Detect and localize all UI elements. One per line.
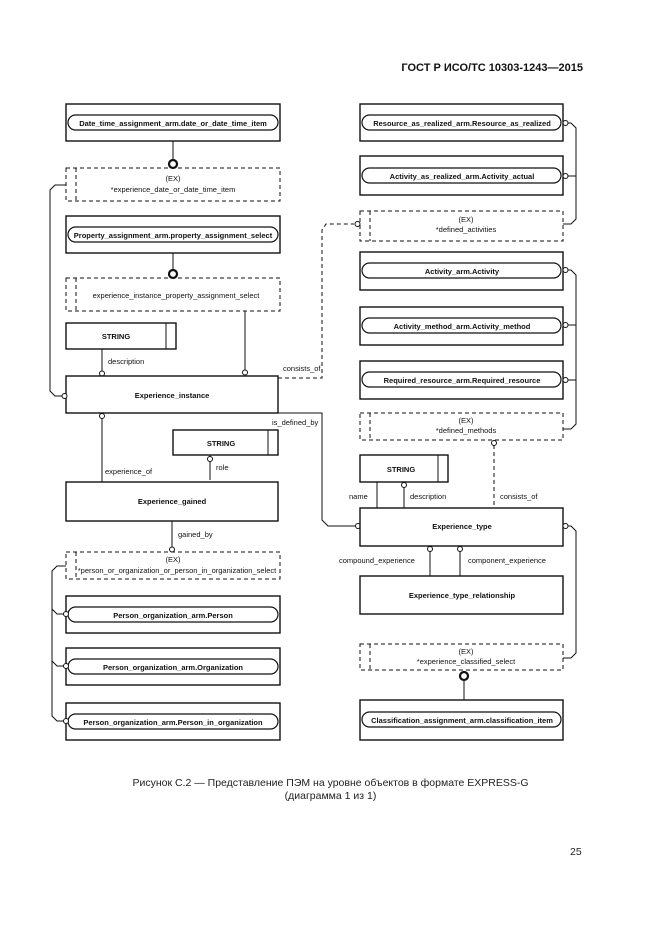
- ref-resource: Resource_as_realized_arm.Resource_as_rea…: [359, 103, 564, 142]
- ref-date-time: Date_time_assignment_arm.date_or_date_ti…: [65, 103, 281, 142]
- select-defined-activities: (EX) *defined_activities: [359, 210, 564, 242]
- entity-experience-gained-label: Experience_gained: [138, 497, 207, 506]
- ref-activity: Activity_arm.Activity: [359, 251, 564, 291]
- ref-person-in-org-label: Person_organization_arm.Person_in_organi…: [83, 718, 263, 727]
- ref-activity-actual-label: Activity_as_realized_arm.Activity_actual: [390, 172, 535, 181]
- type-string-2: STRING: [172, 429, 279, 456]
- ref-activity-label: Activity_arm.Activity: [425, 267, 500, 276]
- attr-experience-of: experience_of: [105, 467, 153, 476]
- select-experience-classified-label: *experience_classified_select: [417, 657, 516, 666]
- select-property: experience_instance_property_assignment_…: [65, 277, 281, 312]
- entity-experience-instance-label: Experience_instance: [135, 391, 210, 400]
- select-defined-activities-label: *defined_activities: [436, 225, 497, 234]
- select-date: (EX) *experience_date_or_date_time_item: [65, 167, 281, 202]
- attr-consists-of-2: consists_of: [500, 492, 538, 501]
- entity-experience-type-relationship: Experience_type_relationship: [359, 575, 564, 615]
- ref-activity-actual: Activity_as_realized_arm.Activity_actual: [359, 155, 564, 196]
- figure-caption: Рисунок С.2 — Представление ПЭМ на уровн…: [0, 777, 661, 803]
- ref-required-resource-label: Required_resource_arm.Required_resource: [384, 376, 541, 385]
- ref-resource-label: Resource_as_realized_arm.Resource_as_rea…: [373, 119, 551, 128]
- ref-classification-label: Classification_assignment_arm.classifica…: [371, 716, 553, 725]
- caption-line-1: Рисунок С.2 — Представление ПЭМ на уровн…: [132, 777, 529, 789]
- type-string-2-label: STRING: [207, 439, 236, 448]
- select-date-label: *experience_date_or_date_time_item: [111, 185, 236, 194]
- ref-required-resource: Required_resource_arm.Required_resource: [359, 360, 564, 400]
- page-number: 25: [570, 846, 582, 858]
- ref-property: Property_assignment_arm.property_assignm…: [65, 215, 281, 254]
- type-string-3-label: STRING: [387, 465, 416, 474]
- attr-role: role: [216, 463, 229, 472]
- select-experience-classified: (EX) *experience_classified_select: [359, 643, 564, 671]
- entity-experience-gained: Experience_gained: [65, 481, 279, 522]
- attr-component-experience: component_experience: [468, 556, 546, 565]
- attr-description-2: description: [410, 492, 446, 501]
- entity-experience-type-label: Experience_type: [432, 522, 492, 531]
- ref-activity-method: Activity_method_arm.Activity_method: [359, 306, 564, 346]
- ref-activity-method-label: Activity_method_arm.Activity_method: [394, 322, 531, 331]
- ref-person-in-org: Person_organization_arm.Person_in_organi…: [65, 702, 281, 741]
- select-person-org: (EX) *person_or_organization_or_person_i…: [65, 551, 281, 580]
- attr-gained-by: gained_by: [178, 530, 213, 539]
- entity-experience-type: Experience_type: [359, 507, 564, 547]
- type-string-1-label: STRING: [102, 332, 131, 341]
- ref-person: Person_organization_arm.Person: [65, 595, 281, 634]
- entity-experience-type-relationship-label: Experience_type_relationship: [409, 591, 516, 600]
- ref-classification: Classification_assignment_arm.classifica…: [359, 699, 564, 741]
- caption-line-2: (диаграмма 1 из 1): [284, 790, 377, 802]
- select-date-tag: (EX): [166, 174, 182, 183]
- ref-organization: Person_organization_arm.Organization: [65, 647, 281, 686]
- select-defined-activities-tag: (EX): [459, 215, 475, 224]
- document-header: ГОСТ Р ИСО/ТС 10303-1243—2015: [401, 62, 583, 74]
- attr-compound-experience: compound_experience: [339, 556, 415, 565]
- select-experience-classified-tag: (EX): [459, 647, 475, 656]
- select-person-org-label: *person_or_organization_or_person_in_org…: [78, 566, 277, 575]
- type-string-3: STRING: [359, 454, 449, 483]
- entity-experience-instance: Experience_instance: [65, 375, 279, 414]
- ref-organization-label: Person_organization_arm.Organization: [103, 663, 243, 672]
- ref-date-time-label: Date_time_assignment_arm.date_or_date_ti…: [79, 119, 267, 128]
- attr-consists-of-1: consists_of: [283, 364, 321, 373]
- attr-name: name: [349, 492, 368, 501]
- select-defined-methods-label: *defined_methods: [436, 426, 497, 435]
- select-property-label: experience_instance_property_assignment_…: [93, 291, 261, 300]
- select-defined-methods: (EX) *defined_methods: [359, 412, 564, 441]
- attr-is-defined-by: is_defined_by: [272, 418, 319, 427]
- select-person-org-tag: (EX): [166, 555, 182, 564]
- ref-person-label: Person_organization_arm.Person: [113, 611, 233, 620]
- ref-property-label: Property_assignment_arm.property_assignm…: [74, 231, 273, 240]
- type-string-1: STRING: [65, 322, 177, 350]
- select-defined-methods-tag: (EX): [459, 416, 475, 425]
- attr-description-1: description: [108, 357, 144, 366]
